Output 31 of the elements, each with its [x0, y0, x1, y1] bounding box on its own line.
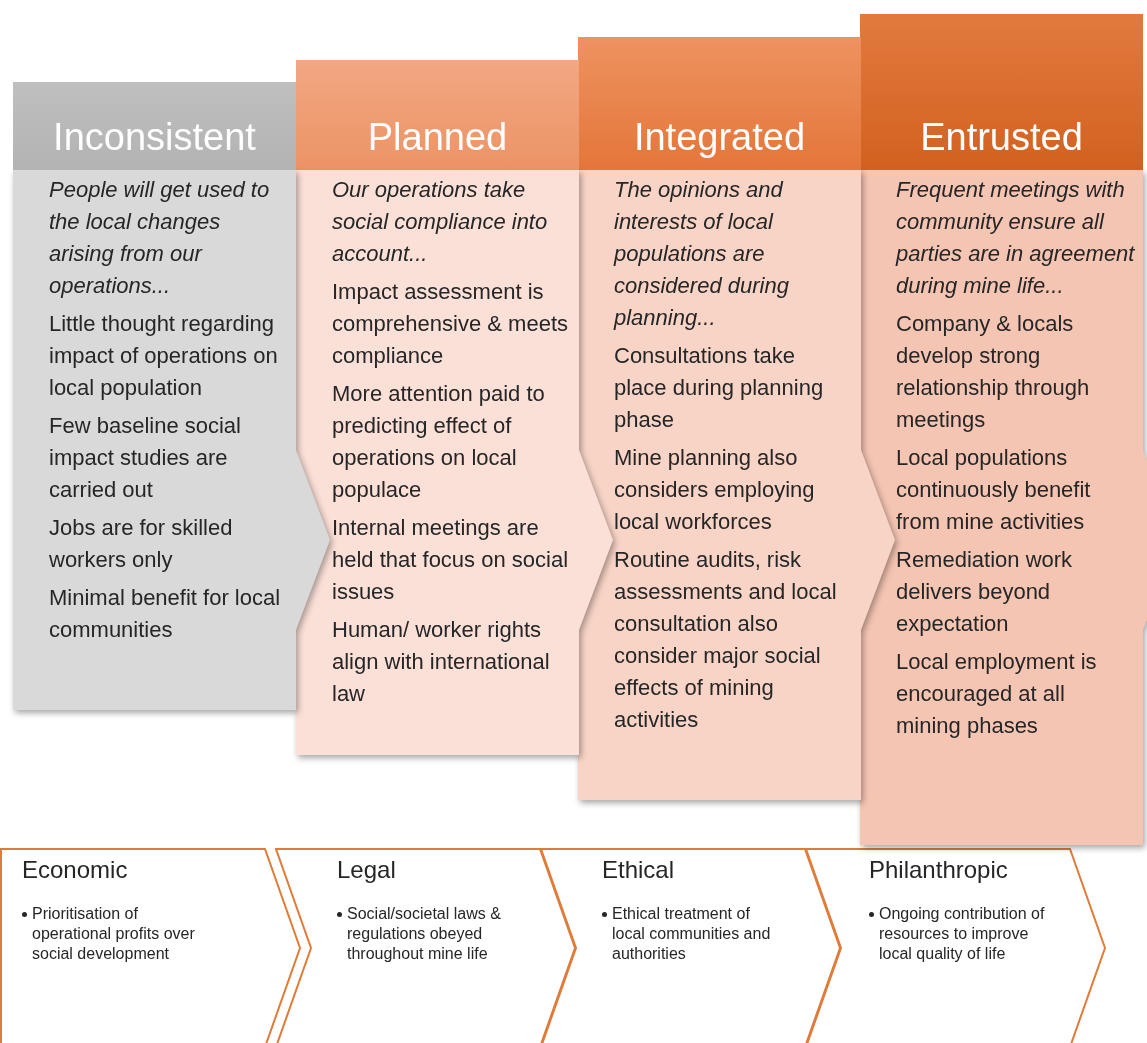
quote-text: Our operations take social compliance into account... [332, 176, 549, 268]
description-text: Internal meetings are held that focus on social issues [332, 514, 570, 606]
quote-text: People will get used to the local changes arising from our operations... [49, 176, 271, 300]
description-text: More attention paid to predicting effect of operations on local populace [332, 380, 546, 504]
column-header: Planned [296, 60, 579, 170]
column-header: Inconsistent [13, 82, 296, 170]
chevron-title: Ethical [602, 858, 675, 882]
column-header: Integrated [578, 37, 861, 170]
bullet-text: Social/societal laws & regulations obeyed throughout mine life [347, 904, 502, 964]
description-text: Consultations take place during planning phase [614, 342, 825, 434]
description-text: Local populations continuously benefit from mine activities [896, 444, 1092, 536]
description-text: Company & locals develop strong relationship through meetings [896, 310, 1091, 434]
description-text: Local employment is encouraged at all mining phases [896, 648, 1098, 740]
column-header: Entrusted [860, 14, 1143, 170]
description-text: Mine planning also considers employing local workforces [614, 444, 816, 536]
chevron-title: Philanthropic [869, 858, 1008, 882]
chevron-title: Legal [337, 858, 396, 882]
description-text: Few baseline social impact studies are carried out [49, 412, 242, 504]
bullet-text: Prioritisation of operational profits over social development [32, 904, 196, 964]
quote-text: The opinions and interests of local populations are considered during planning... [614, 176, 790, 332]
description-text: Minimal benefit for local communities [49, 584, 282, 644]
description-text: Impact assessment is comprehensive & meets compliance [332, 278, 569, 370]
quote-text: Frequent meetings with community ensure all parties are in agreement during mine life... [896, 176, 1135, 300]
description-text: Human/ worker rights align with international law [332, 616, 551, 708]
bullet-text: Ongoing contribution of resources to improve local quality of life [879, 904, 1046, 964]
description-text: Remediation work delivers beyond expectation [896, 546, 1074, 638]
description-text: Little thought regarding impact of operations on local population [49, 310, 279, 402]
bullet-text: Ethical treatment of local communities and authorities [612, 904, 772, 964]
description-text: Routine audits, risk assessments and local consultation also consider major social effects of mining activities [614, 546, 838, 734]
description-text: Jobs are for skilled workers only [49, 514, 234, 574]
chevron-title: Economic [22, 858, 128, 882]
